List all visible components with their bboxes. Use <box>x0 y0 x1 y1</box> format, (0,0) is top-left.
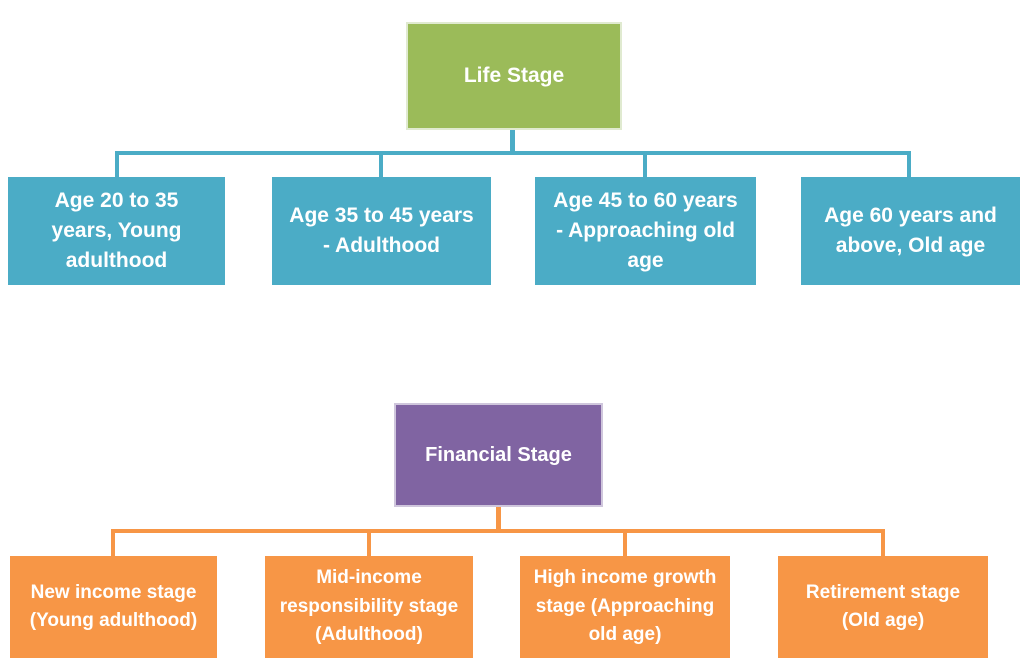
life-stage-child-label-3: Age 45 to 60 years - Approaching old age <box>553 189 738 272</box>
financial-tree-stub-connector <box>496 507 501 531</box>
life-tree-stub-connector <box>510 130 515 153</box>
financial-stage-child-label-3: High income growth stage (Approaching ol… <box>533 567 717 646</box>
financial-stage-child-label-1: New income stage (Young adulthood) <box>29 581 198 632</box>
life-stage-child-label-1: Age 20 to 35 years, Young adulthood <box>51 189 182 272</box>
financial-stage-root-box: Financial Stage <box>394 403 603 507</box>
financial-tree-rail-connector <box>111 529 885 533</box>
life-tree-drop-connector-2 <box>379 151 383 177</box>
life-stage-root-label: Life Stage <box>463 64 565 87</box>
life-stage-child-box-2: Age 35 to 45 years - Adulthood <box>272 177 491 285</box>
financial-tree-drop-connector-2 <box>367 529 371 556</box>
financial-tree-drop-connector-4 <box>881 529 885 556</box>
life-tree-drop-connector-3 <box>643 151 647 177</box>
life-stage-child-box-4: Age 60 years and above, Old age <box>801 177 1020 285</box>
financial-stage-child-label-2: Mid-income responsibility stage (Adultho… <box>279 567 459 646</box>
life-stage-child-box-3: Age 45 to 60 years - Approaching old age <box>535 177 756 285</box>
financial-stage-root-label: Financial Stage <box>425 443 572 466</box>
financial-tree-drop-connector-1 <box>111 529 115 556</box>
life-tree-rail-connector <box>115 151 911 155</box>
life-tree-drop-connector-4 <box>907 151 911 177</box>
financial-stage-child-label-4: Retirement stage (Old age) <box>805 581 961 632</box>
life-tree-drop-connector-1 <box>115 151 119 177</box>
life-stage-child-label-4: Age 60 years and above, Old age <box>824 204 997 257</box>
life-stage-root-box: Life Stage <box>406 22 622 130</box>
financial-stage-child-box-4: Retirement stage (Old age) <box>778 556 988 658</box>
financial-stage-child-box-3: High income growth stage (Approaching ol… <box>520 556 730 658</box>
life-stage-child-box-1: Age 20 to 35 years, Young adulthood <box>8 177 225 285</box>
financial-tree-drop-connector-3 <box>623 529 627 556</box>
life-stage-child-label-2: Age 35 to 45 years - Adulthood <box>289 204 474 257</box>
financial-stage-child-box-2: Mid-income responsibility stage (Adultho… <box>265 556 473 658</box>
financial-stage-child-box-1: New income stage (Young adulthood) <box>10 556 217 658</box>
